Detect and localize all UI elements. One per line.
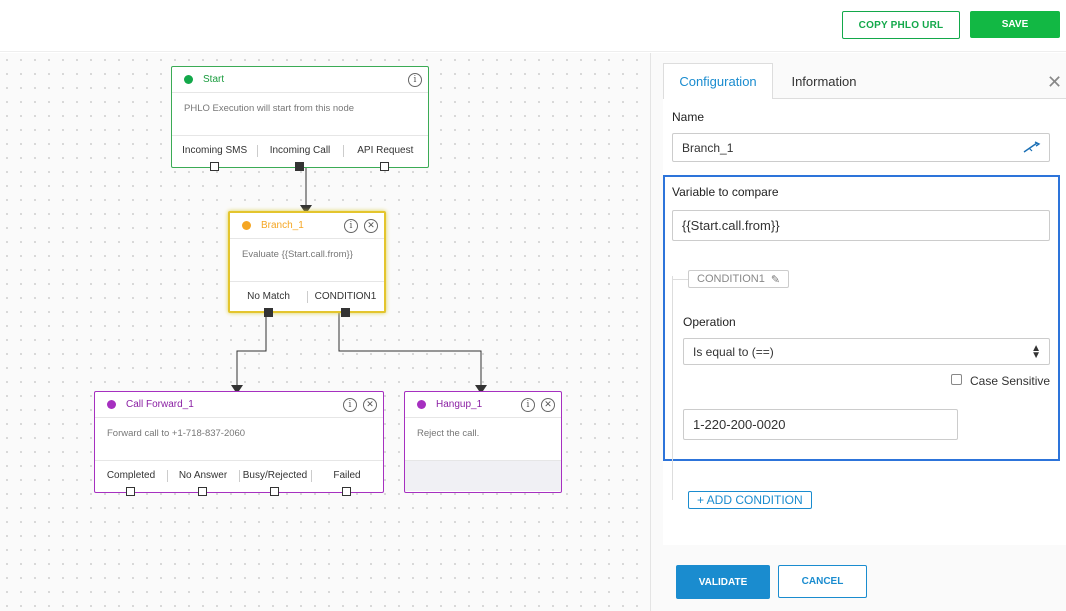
compare-value-field[interactable]: 1-220-200-0020: [683, 409, 958, 440]
port-label: CONDITION1: [314, 291, 377, 302]
port-label: API Request: [357, 145, 414, 156]
variable-label: Variable to compare: [672, 185, 779, 199]
close-panel-icon[interactable]: ✕: [1047, 72, 1063, 92]
node-title: Hangup_1: [436, 399, 483, 410]
hangup-node[interactable]: Hangup_1 i ✕ Reject the call.: [404, 391, 562, 493]
port-api-request[interactable]: API Request: [342, 136, 428, 171]
branch-node[interactable]: Branch_1 i ✕ Evaluate {{Start.call.from}…: [228, 211, 386, 317]
start-node[interactable]: Start i PHLO Execution will start from t…: [171, 66, 429, 171]
configuration-form: Name Branch_1 Variable to compare {{Star…: [663, 99, 1066, 545]
node-ports: Incoming SMS Incoming Call API Request: [172, 136, 428, 171]
operation-select[interactable]: Is equal to (==) ▲▼: [683, 338, 1050, 365]
close-icon[interactable]: ✕: [541, 397, 555, 412]
edit-name-icon[interactable]: [1023, 140, 1041, 157]
arrowhead-branch: [300, 205, 312, 214]
case-sensitive-label: Case Sensitive: [970, 374, 1051, 388]
copy-phlo-url-button[interactable]: COPY PHLO URL: [842, 11, 960, 39]
port-handle[interactable]: [294, 162, 304, 171]
validate-button[interactable]: VALIDATE: [676, 565, 770, 599]
operation-label: Operation: [683, 315, 736, 329]
node-status-dot: [107, 400, 116, 409]
node-description: Evaluate {{Start.call.from}}: [230, 239, 384, 282]
condition-tag[interactable]: CONDITION1 ✎: [688, 270, 790, 288]
tab-configuration[interactable]: Configuration: [663, 63, 773, 100]
configuration-panel: Configuration Information ✕ Name Branch_…: [650, 53, 1066, 611]
port-incoming-call[interactable]: Incoming Call: [257, 136, 342, 171]
port-handle[interactable]: [270, 487, 279, 496]
info-icon[interactable]: i: [521, 397, 535, 412]
name-field-value: Branch_1: [682, 140, 734, 155]
info-icon[interactable]: i: [343, 397, 357, 412]
tab-information[interactable]: Information: [791, 74, 857, 89]
port-label: Incoming Call: [269, 145, 331, 156]
port-condition1[interactable]: CONDITION1: [307, 282, 384, 317]
variable-to-compare-field[interactable]: {{Start.call.from}}: [672, 210, 1050, 241]
port-label: No Answer: [178, 470, 228, 481]
port-no-answer[interactable]: No Answer: [167, 461, 239, 496]
save-button[interactable]: SAVE: [970, 11, 1060, 38]
node-ports: Completed No Answer Busy/Rejected Failed: [95, 461, 383, 496]
port-label: No Match: [247, 291, 290, 302]
info-icon[interactable]: i: [408, 72, 422, 87]
connector-condition-to-hangup: [338, 313, 482, 386]
name-field[interactable]: Branch_1: [672, 133, 1050, 162]
node-description: PHLO Execution will start from this node: [172, 93, 428, 136]
port-no-match[interactable]: No Match: [230, 282, 307, 317]
port-failed[interactable]: Failed: [311, 461, 383, 496]
node-ports-empty: [405, 461, 561, 491]
node-title: Start: [203, 74, 225, 85]
port-handle[interactable]: [342, 487, 351, 496]
condition-section-highlight: [663, 175, 1060, 461]
node-description: Reject the call.: [405, 418, 561, 461]
add-condition-button[interactable]: + ADD CONDITION: [688, 491, 812, 509]
pencil-icon[interactable]: ✎: [770, 273, 781, 286]
arrowhead-hangup: [475, 385, 487, 394]
case-sensitive-row: Case Sensitive: [951, 373, 1051, 388]
port-completed[interactable]: Completed: [95, 461, 167, 496]
port-handle[interactable]: [209, 162, 219, 171]
node-status-dot: [184, 75, 193, 84]
node-description: Forward call to +1-718-837-2060: [95, 418, 383, 461]
condition-tag-label: CONDITION1: [697, 273, 765, 285]
port-handle[interactable]: [340, 308, 350, 317]
top-bar: COPY PHLO URL SAVE: [0, 0, 1066, 52]
select-arrows-icon: ▲▼: [1031, 343, 1041, 361]
port-label: Incoming SMS: [182, 145, 248, 156]
close-icon[interactable]: ✕: [363, 397, 377, 412]
node-status-dot: [242, 221, 251, 230]
condition-guide-line: [672, 279, 688, 280]
info-icon[interactable]: i: [344, 218, 358, 233]
node-ports: No Match CONDITION1: [230, 282, 384, 317]
port-busy-rejected[interactable]: Busy/Rejected: [239, 461, 311, 496]
panel-tabs: Configuration Information ✕: [663, 63, 1066, 100]
compare-value-text: 1-220-200-0020: [693, 417, 786, 432]
port-label: Completed: [106, 470, 156, 481]
variable-field-value: {{Start.call.from}}: [682, 218, 780, 233]
node-title: Branch_1: [261, 220, 304, 231]
port-label: Busy/Rejected: [242, 470, 308, 481]
port-handle[interactable]: [380, 162, 390, 171]
node-title: Call Forward_1: [126, 399, 194, 410]
port-handle[interactable]: [126, 487, 135, 496]
port-incoming-sms[interactable]: Incoming SMS: [172, 136, 257, 171]
operation-select-value: Is equal to (==): [693, 344, 774, 359]
condition-guide-line: [672, 276, 673, 500]
cancel-button[interactable]: CANCEL: [778, 565, 867, 598]
name-label: Name: [672, 110, 705, 124]
connector-layer: [231, 168, 487, 394]
port-handle[interactable]: [198, 487, 207, 496]
connector-nomatch-to-callforward: [236, 313, 267, 386]
node-status-dot: [417, 400, 426, 409]
port-label: Failed: [333, 470, 361, 481]
close-icon[interactable]: ✕: [364, 218, 378, 233]
port-handle[interactable]: [263, 308, 273, 317]
case-sensitive-checkbox[interactable]: [951, 373, 962, 385]
arrowhead-callforward: [231, 385, 243, 394]
call-forward-node[interactable]: Call Forward_1 i ✕ Forward call to +1-71…: [94, 391, 384, 496]
